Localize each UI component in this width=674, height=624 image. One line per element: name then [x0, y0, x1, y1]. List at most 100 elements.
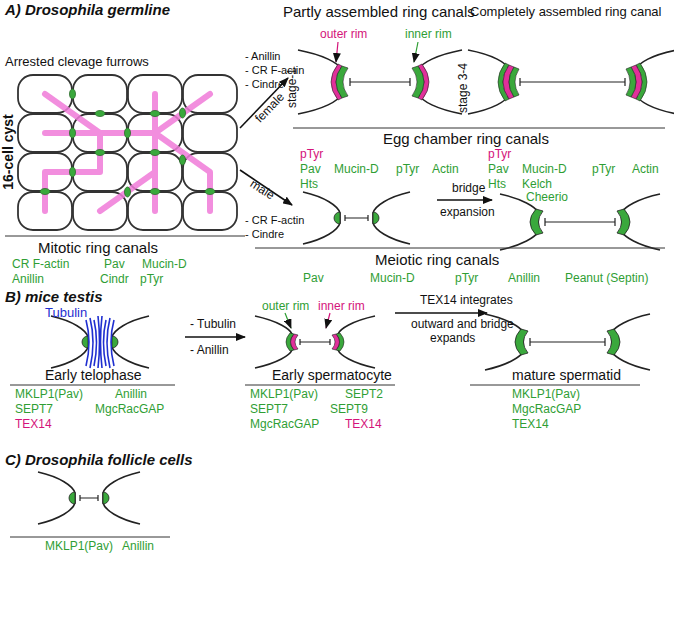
label-text: Pav — [104, 258, 125, 271]
shape-use — [51, 316, 88, 368]
label-text: Mucin-D — [370, 272, 415, 285]
label-text: expands — [430, 332, 475, 345]
follicle-cell-bridge — [38, 472, 140, 524]
shape-path — [10, 537, 170, 538]
shape-ellipse — [180, 108, 186, 118]
shape-path — [185, 336, 245, 338]
shape-path — [345, 215, 368, 221]
shape-path — [240, 78, 288, 128]
shape-ellipse — [70, 128, 76, 138]
label-text: SEPT7 — [250, 403, 288, 416]
shape-path — [107, 318, 110, 368]
shape-ellipse — [95, 150, 105, 156]
label-text: Egg chamber ring canals — [383, 131, 549, 148]
label-text: Anillin — [115, 388, 147, 401]
shape-path — [300, 339, 330, 345]
label-text: Anillin — [12, 273, 44, 286]
label-text: MKLP1(Pav) — [45, 540, 113, 553]
label-text: MKLP1(Pav) — [512, 388, 580, 401]
shape-ellipse — [125, 187, 131, 197]
shape-use — [303, 192, 340, 244]
label-text: - CR F-actin — [245, 214, 304, 226]
label-text: pTyr — [396, 163, 419, 176]
shape-ellipse — [150, 111, 160, 117]
label-text: inner rim — [318, 300, 365, 313]
shape-path — [80, 495, 98, 501]
meiotic-ring-canals — [303, 192, 660, 250]
label-text: Hts — [300, 178, 318, 191]
shape-path — [395, 312, 487, 314]
shape-path — [111, 320, 114, 366]
label-text: - Anillin — [245, 50, 280, 62]
shape-use — [112, 316, 149, 368]
shape-path — [285, 313, 291, 328]
label-text: Completely assembled ring canal — [470, 5, 661, 19]
shape-path — [90, 318, 93, 368]
label-text: inner rim — [405, 28, 452, 41]
label-text: Cheerio — [526, 191, 568, 204]
label-text: Pav — [300, 163, 321, 176]
label-text: Tubulin — [45, 306, 87, 320]
label-text: MgcRacGAP — [512, 403, 581, 416]
shape-path — [520, 78, 625, 86]
shape-ellipse — [180, 155, 186, 165]
shape-rect — [73, 75, 127, 113]
section-rules — [5, 128, 665, 537]
label-text: MgcRacGAP — [95, 403, 164, 416]
label-text: Peanut (Septin) — [565, 272, 648, 285]
shape-path — [336, 42, 338, 62]
label-text: Anillin — [122, 540, 154, 553]
label-text: MKLP1(Pav) — [250, 388, 318, 401]
label-text: SEPT7 — [15, 403, 53, 416]
shape-path — [414, 42, 418, 62]
label-text: Actin — [632, 163, 659, 176]
shape-path — [255, 248, 665, 249]
label-text: MKLP1(Pav) — [15, 388, 83, 401]
label-text: Mucin-D — [142, 258, 187, 271]
label-text: TEX14 — [512, 418, 549, 431]
shape-use — [332, 316, 375, 368]
shape-path — [326, 313, 330, 328]
label-text: Mucin-D — [334, 163, 379, 176]
shape-ellipse — [70, 167, 76, 177]
label-text: Pav — [303, 272, 324, 285]
shape-path — [101, 316, 103, 368]
label-text: B) mice testis — [5, 289, 103, 306]
shape-use — [103, 472, 140, 524]
shape-path — [437, 199, 492, 201]
label-text: outer rim — [320, 28, 367, 41]
shape-rect — [183, 114, 237, 152]
label-text: C) Drosophila follicle cells — [5, 452, 193, 469]
label-text: mature spermatid — [512, 368, 621, 383]
shape-path — [470, 385, 640, 386]
shape-path — [98, 316, 100, 368]
shape-path — [104, 320, 107, 366]
label-text: bridge — [452, 182, 485, 195]
shape-g — [40, 89, 215, 197]
label-text: expansion — [440, 206, 495, 219]
shape-ellipse — [70, 89, 76, 99]
shape-ellipse — [150, 189, 160, 195]
label-text: Anillin — [508, 272, 540, 285]
label-text: female — [253, 90, 288, 125]
label-text: SEPT9 — [330, 403, 368, 416]
shape-ellipse — [205, 189, 215, 195]
label-text: Meiotic ring canals — [375, 252, 499, 269]
shape-path — [5, 236, 245, 237]
label-text: Early telophase — [45, 368, 142, 383]
shape-ellipse — [95, 111, 105, 117]
spermatocyte-bridge — [255, 316, 375, 368]
label-text: CR F-actin — [12, 258, 69, 271]
label-text: - Tubulin — [190, 318, 236, 331]
label-text: pTyr — [488, 148, 511, 161]
label-text: MgcRacGAP — [250, 418, 319, 431]
label-text: - Anillin — [190, 344, 229, 357]
shape-path — [293, 128, 665, 129]
label-text: Mucin-D — [522, 163, 567, 176]
label-text: stage-1 — [286, 68, 299, 108]
label-text: outward and bridge — [411, 318, 514, 331]
shape-ellipse — [40, 189, 50, 195]
shape-use — [607, 314, 650, 370]
shape-path — [45, 94, 210, 211]
